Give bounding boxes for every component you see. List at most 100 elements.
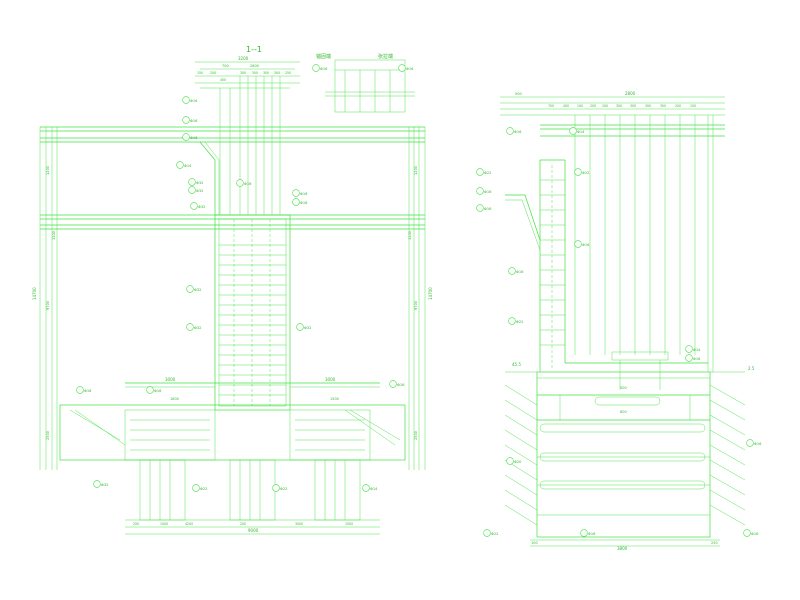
r-bar-callout-15: Φ16 <box>588 532 596 536</box>
top-slab <box>40 126 425 143</box>
right-rebar-callouts: Φ16 Φ14 Φ22 Φ16 Φ16 Φ22 Φ16 Φ16 Φ22 Φ14 … <box>476 127 762 537</box>
r-bar-callout-5: Φ22 <box>582 171 589 175</box>
dim-top-10: 400 <box>220 78 226 82</box>
cap-rebar <box>69 409 401 451</box>
side-dim-left-1: 1200 <box>46 166 50 175</box>
dim-top-8: 300 <box>274 71 280 75</box>
dim-bottom-6: 1500 <box>345 522 353 526</box>
right-section-view: 2800 500 700 400 100 200 200 300 300 300… <box>476 91 762 551</box>
dim-bottom-0: 9000 <box>248 528 259 533</box>
bar-callout-8: Φ32 <box>198 205 205 209</box>
dim-top-1: 700 <box>222 64 229 68</box>
r-bar-callout-3: Φ16 <box>484 190 492 194</box>
tendon-end-inset <box>325 59 415 113</box>
bar-callout-3: Φ16 <box>190 119 198 123</box>
right-wall-stirrups <box>540 165 565 370</box>
elev-left: 45.5 <box>512 362 521 367</box>
label-500: 500 <box>620 386 627 390</box>
left-section-view: 1--1 3200 700 2800 150 200 300 300 300 3… <box>32 45 433 535</box>
dim-top-7: 300 <box>263 71 269 75</box>
side-dim-right-0: 14700 <box>428 287 433 300</box>
side-dim-left-3: 1200 <box>52 231 56 240</box>
right-tendon-verticals <box>574 115 714 372</box>
r-bar-callout-9: Φ14 <box>693 348 701 352</box>
right-foundation <box>536 371 711 538</box>
mid-label-0: 3000 <box>165 377 176 382</box>
side-dim-left-2: 9700 <box>46 301 50 310</box>
dim-top-5: 300 <box>240 71 246 75</box>
r-dim-bottom-0: 3800 <box>617 546 628 551</box>
piles <box>139 459 361 521</box>
bar-callout-6: Φ32 <box>196 181 203 185</box>
elev-right: 2.5 <box>748 366 755 371</box>
r-dim-top-0: 2800 <box>625 91 636 96</box>
bar-callout-0: Φ16 <box>320 67 328 71</box>
dim-top-0: 3200 <box>238 56 249 61</box>
pile-cap <box>59 382 406 461</box>
dim-bottom-3: 4200 <box>185 522 193 526</box>
bar-callout-15: Φ32 <box>194 288 201 292</box>
bar-callout-7: Φ32 <box>196 189 203 193</box>
dim-bottom-1: 250 <box>133 522 139 526</box>
bar-callout-1: Φ16 <box>406 67 414 71</box>
left-tendon-verticals <box>219 76 281 215</box>
right-bottom-dimensions <box>530 539 720 547</box>
r-dim-top-6: 200 <box>602 104 608 108</box>
bar-callout-5: Φ14 <box>184 164 192 168</box>
inset-tension-label: 张拉端 <box>378 53 393 60</box>
right-top-dimensions <box>500 96 725 116</box>
bar-callout-2: Φ16 <box>190 99 198 103</box>
dim-top-2: 2800 <box>250 64 259 68</box>
bar-callout-11: Φ16 <box>300 201 308 205</box>
r-dim-top-1: 500 <box>515 92 522 96</box>
side-dim-right-1: 1200 <box>414 166 418 175</box>
r-dim-top-3: 400 <box>563 104 569 108</box>
r-dim-top-8: 300 <box>630 104 636 108</box>
bar-callout-16: Φ32 <box>194 326 201 330</box>
left-rebar-callouts: Φ16 Φ16 Φ16 Φ16 Φ16 Φ14 Φ32 Φ32 Φ32 Φ16 … <box>76 64 414 492</box>
side-dim-left-4: 2500 <box>46 431 50 440</box>
r-dim-top-7: 300 <box>616 104 622 108</box>
left-top-dimensions <box>195 61 300 89</box>
haunch <box>199 141 220 215</box>
r-dim-top-4: 100 <box>577 104 583 108</box>
section-title: 1--1 <box>246 45 262 54</box>
soil-hatch-left <box>504 371 538 526</box>
r-bar-callout-14: Φ22 <box>491 532 498 536</box>
side-dim-right-4: 2500 <box>414 431 418 440</box>
bar-callout-9: Φ16 <box>244 182 252 186</box>
mid-label-1: 3000 <box>325 377 336 382</box>
r-bar-callout-7: Φ16 <box>516 270 524 274</box>
side-dim-left-0: 14700 <box>32 287 37 300</box>
inset-anchor-label: 锚固端 <box>316 53 331 60</box>
dim-top-9: 250 <box>285 71 291 75</box>
r-bar-callout-13: Φ16 <box>751 532 759 536</box>
r-bar-callout-1: Φ14 <box>577 130 585 134</box>
column-stirrups <box>219 219 286 406</box>
r-bar-callout-11: Φ16 <box>754 442 762 446</box>
side-dim-right-2: 9700 <box>414 301 418 310</box>
bar-callout-12: Φ16 <box>84 389 92 393</box>
r-bar-callout-4: Φ16 <box>484 207 492 211</box>
r-dim-top-12: 150 <box>690 104 696 108</box>
r-dim-top-10: 300 <box>660 104 666 108</box>
mid-label-3: 1500 <box>330 397 339 401</box>
right-foundation-bars <box>539 351 706 490</box>
bar-callout-17: Φ32 <box>304 326 311 330</box>
dim-top-4: 200 <box>210 71 216 75</box>
bar-callout-13: Φ16 <box>154 389 162 393</box>
bar-callout-10: Φ16 <box>300 192 308 196</box>
left-outer-borders <box>39 127 426 470</box>
r-bar-callout-2: Φ22 <box>484 171 491 175</box>
right-haunch <box>505 194 541 251</box>
dim-bottom-4: 200 <box>240 522 246 526</box>
mid-label-2: 1800 <box>170 397 179 401</box>
dim-top-3: 150 <box>197 71 203 75</box>
r-bar-callout-6: Φ16 <box>582 243 590 247</box>
r-bar-callout-10: Φ16 <box>693 357 701 361</box>
bar-callout-4: Φ16 <box>190 136 198 140</box>
dim-bottom-5: 3000 <box>295 522 303 526</box>
right-top-slab <box>540 124 725 137</box>
right-wall <box>539 159 708 372</box>
